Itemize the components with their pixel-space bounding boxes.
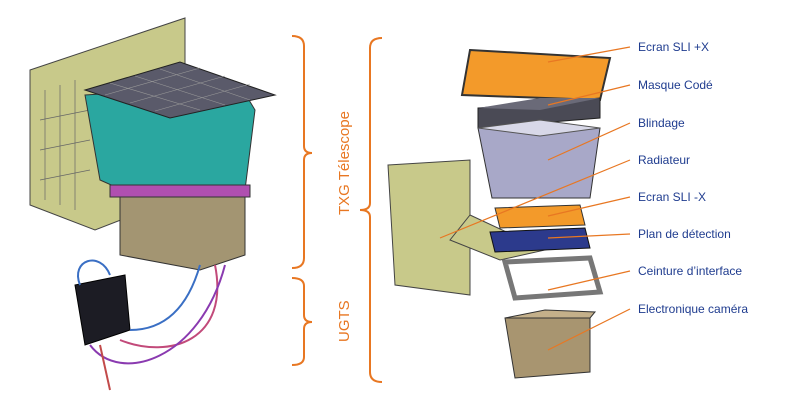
label-sli-minus-x: Ecran SLI -X (638, 190, 707, 204)
telescope-brace (291, 35, 313, 269)
label-radiator: Radiateur (638, 153, 691, 167)
exploded-instrument (387, 48, 612, 379)
shielding (477, 127, 601, 199)
assembled-instrument (29, 17, 277, 391)
ugts-group-label: UGTS (336, 300, 353, 342)
brackets (291, 35, 383, 383)
label-interface-belt: Ceinture d’interface (638, 264, 743, 278)
coded-mask (83, 61, 277, 119)
label-detection-plane: Plan de détection (638, 227, 731, 241)
radiator (387, 159, 471, 296)
label-sli-plus-x: Ecran SLI +X (638, 40, 710, 54)
telescope-group-label: TXG Télescope (336, 111, 353, 215)
interface-belt (501, 255, 604, 301)
camera-electronics (504, 313, 591, 379)
ugts-brace (291, 277, 313, 366)
ugts-electronics (119, 196, 246, 271)
cable-harness (77, 259, 226, 391)
sli-minus-x (494, 204, 586, 229)
detection-plane (489, 227, 591, 253)
exploded-bracket (359, 37, 383, 383)
sli-plus-x (460, 48, 612, 102)
electronics-box (74, 274, 131, 346)
leader-lines (439, 46, 631, 351)
label-coded-mask: Masque Codé (638, 78, 713, 92)
label-shielding: Blindage (638, 116, 685, 130)
label-camera-electronics: Electronique caméra (638, 302, 749, 316)
interface-ring (109, 184, 251, 198)
